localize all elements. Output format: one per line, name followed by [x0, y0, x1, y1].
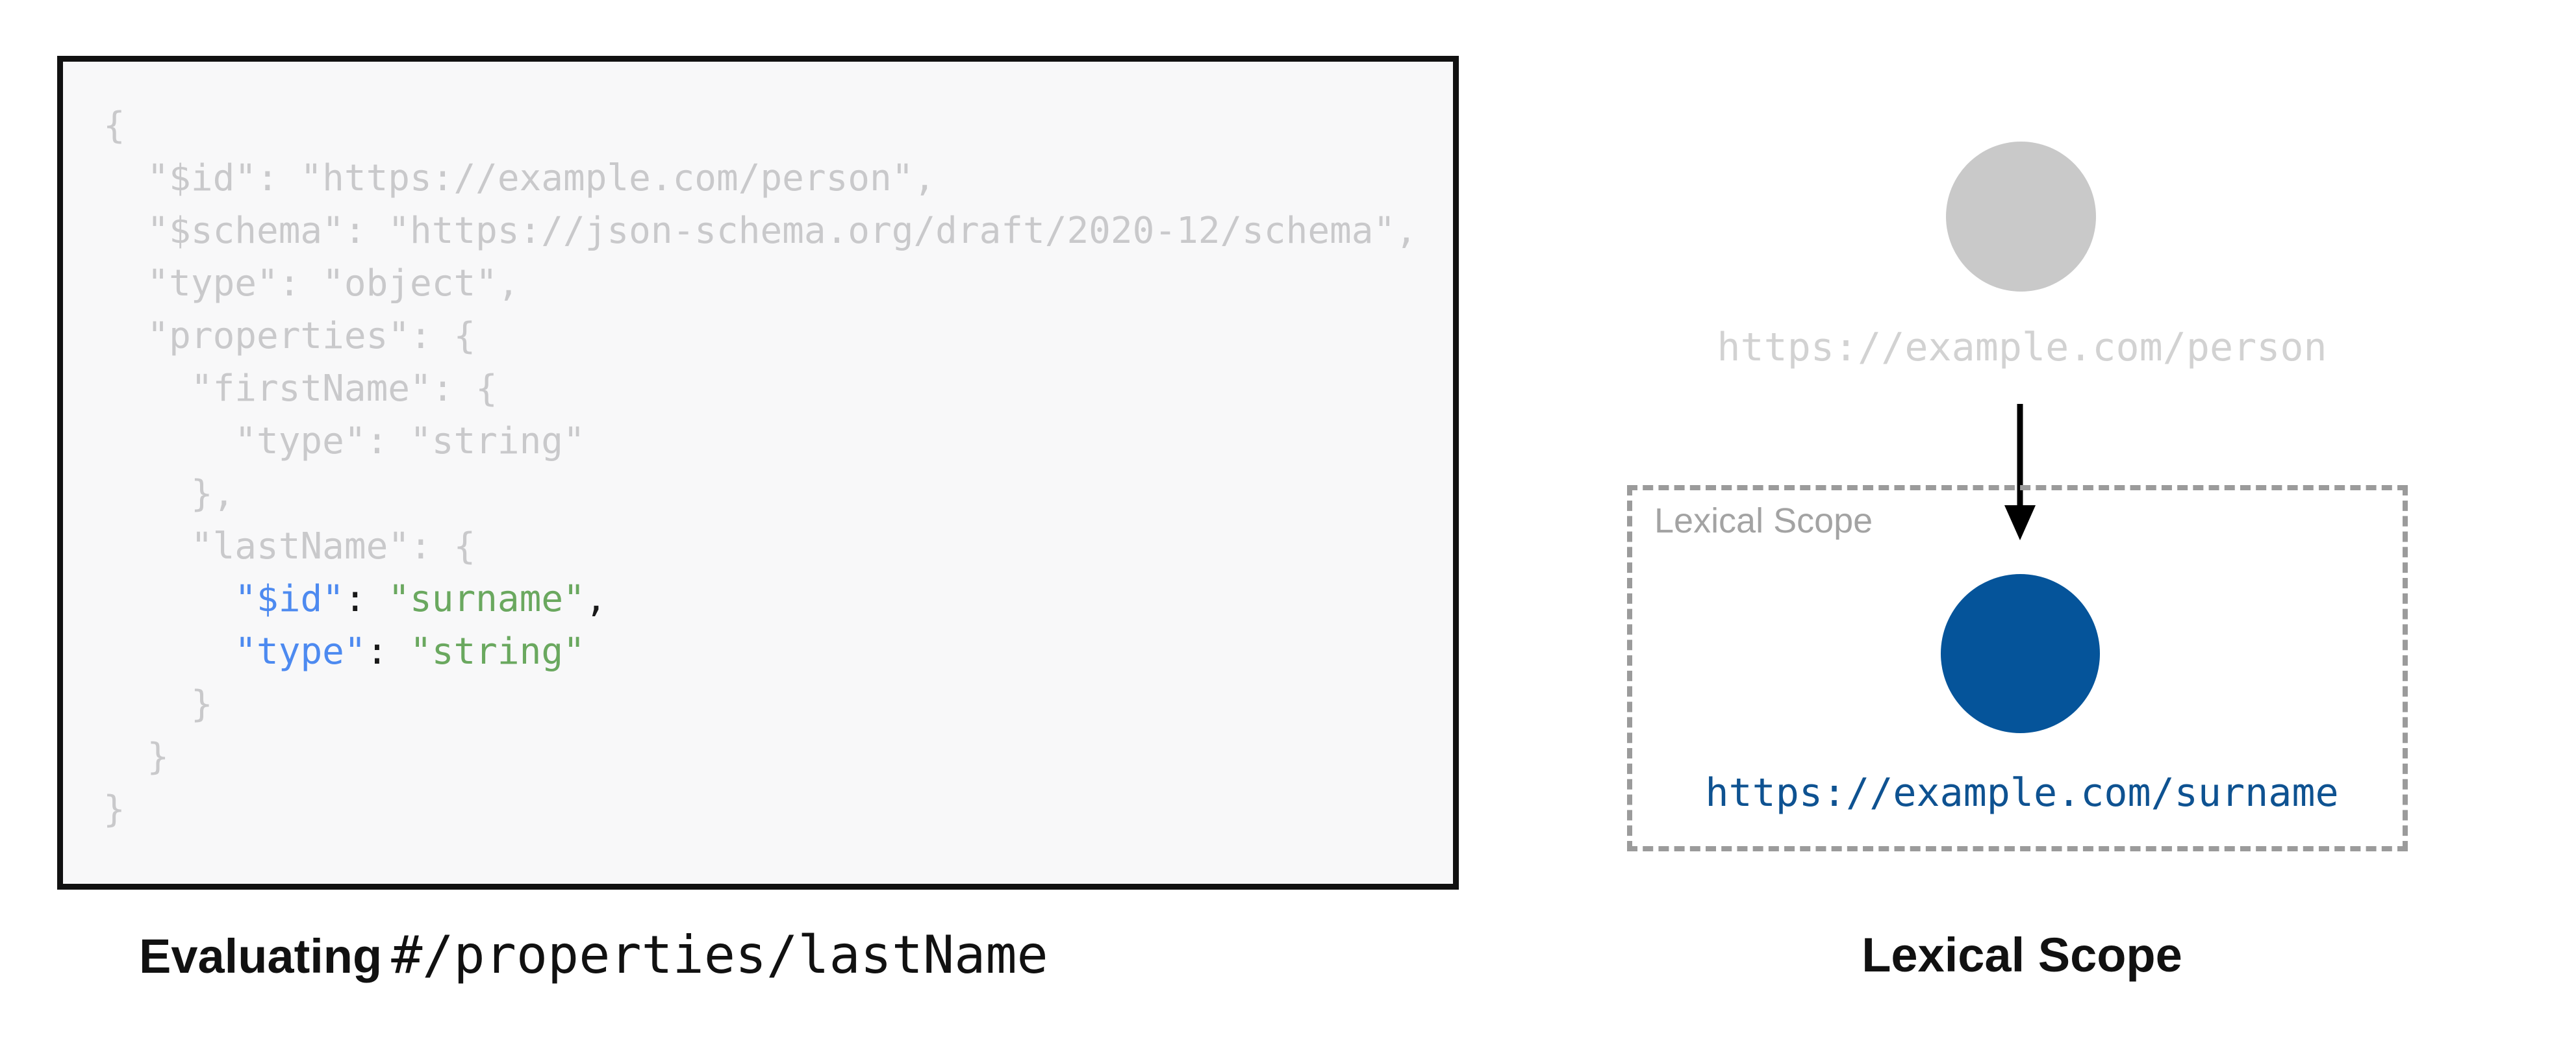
code-line: "$id": "surname",: [234, 578, 607, 620]
code-line: "lastName": {: [103, 525, 476, 568]
code-line: "firstName": {: [103, 368, 498, 410]
left-caption-prefix: Evaluating: [139, 929, 383, 983]
code-line: "type": "object",: [103, 262, 520, 305]
left-caption-pointer: #/properties/lastName: [391, 925, 1048, 985]
lexical-scope-label: Lexical Scope: [1654, 501, 1873, 540]
surname-uri-label: https://example.com/surname: [1705, 770, 2339, 816]
code-line: }: [103, 788, 125, 831]
code-line: "properties": {: [103, 315, 476, 357]
code-line: "type": "string": [103, 420, 585, 462]
right-caption: Lexical Scope: [1862, 928, 2182, 982]
code-line: },: [103, 473, 235, 515]
code-line: }: [103, 736, 170, 778]
code-block: { "$id": "https://example.com/person", "…: [103, 99, 1453, 836]
schema-code-box: { "$id": "https://example.com/person", "…: [57, 56, 1459, 890]
person-schema-node: [1946, 142, 2096, 292]
left-caption: Evaluating#/properties/lastName: [139, 925, 1048, 985]
code-line: {: [103, 105, 125, 147]
code-line: "type": "string": [234, 631, 585, 673]
person-uri-label: https://example.com/person: [1717, 325, 2327, 370]
code-line: "$schema": "https://json-schema.org/draf…: [103, 210, 1417, 252]
code-line: }: [103, 683, 213, 725]
code-line: "$id": "https://example.com/person",: [103, 157, 936, 199]
surname-schema-node: [1941, 574, 2100, 733]
lexical-scope-box: Lexical Scope: [1627, 485, 2408, 851]
arrow-down-icon: [2004, 404, 2036, 540]
